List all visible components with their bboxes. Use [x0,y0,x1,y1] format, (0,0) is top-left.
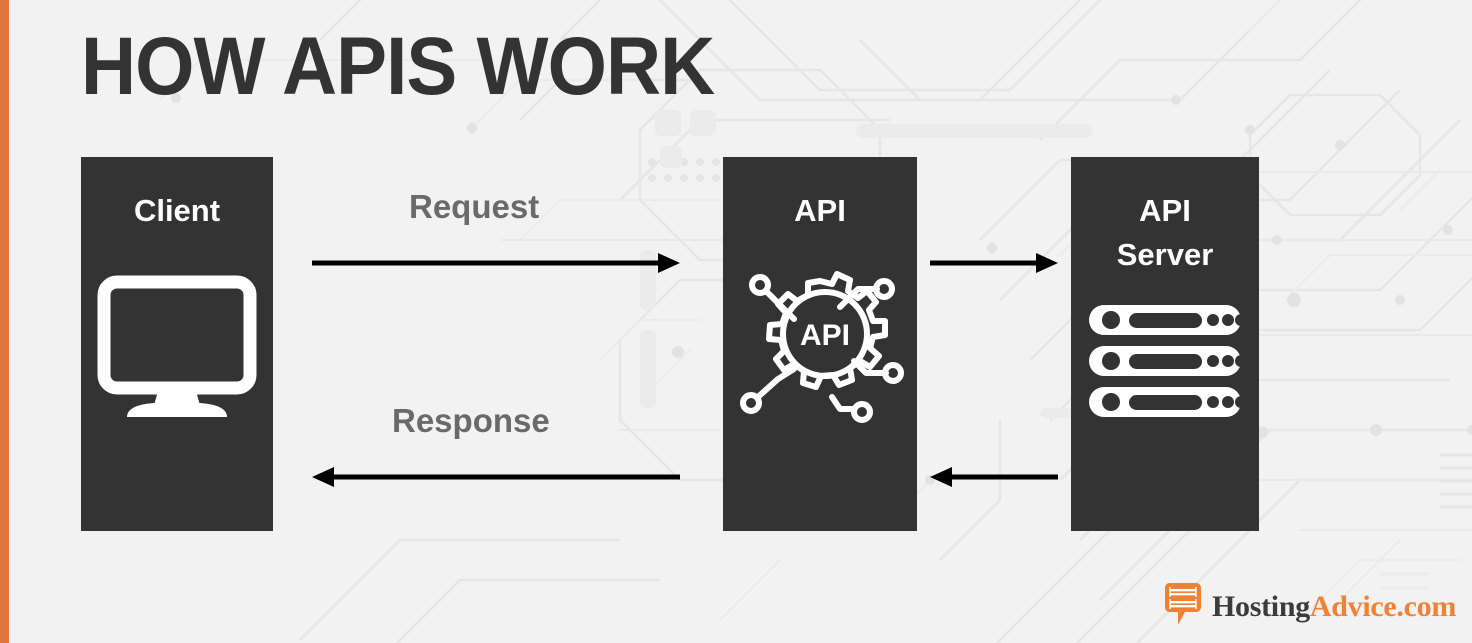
logo-wordmark: HostingAdvice.com [1212,590,1456,624]
server-rack-icon [1089,305,1247,422]
node-box-api: API [723,157,917,531]
node-box-client: Client [81,157,273,531]
accent-strip [0,0,9,643]
flow-label-request: Request [409,188,540,225]
node-label-api: API [794,193,846,228]
hostingadvice-logo[interactable]: HostingAdvice.com [1163,582,1456,631]
node-label-api-server: API Server [1116,193,1214,273]
arrow-response-left [312,467,680,487]
page-title: HOW APIS WORK [81,21,715,112]
logo-brand-second: Advice.com [1309,589,1457,623]
api-gear-circuit-icon: API [736,257,904,430]
hostingadvice-server-bubble-icon [1163,582,1203,631]
arrow-request-right [312,253,680,273]
arrow-server-to-api-left [930,467,1058,487]
node-label-client: Client [133,193,221,228]
flow-label-response: Response [392,402,550,439]
node-box-api-server: API Server [1071,157,1259,531]
arrow-api-to-server-right [930,253,1058,273]
api-gear-inner-label: API [800,319,850,352]
logo-brand-first: Hosting [1212,589,1310,623]
desktop-monitor-icon [97,275,257,425]
